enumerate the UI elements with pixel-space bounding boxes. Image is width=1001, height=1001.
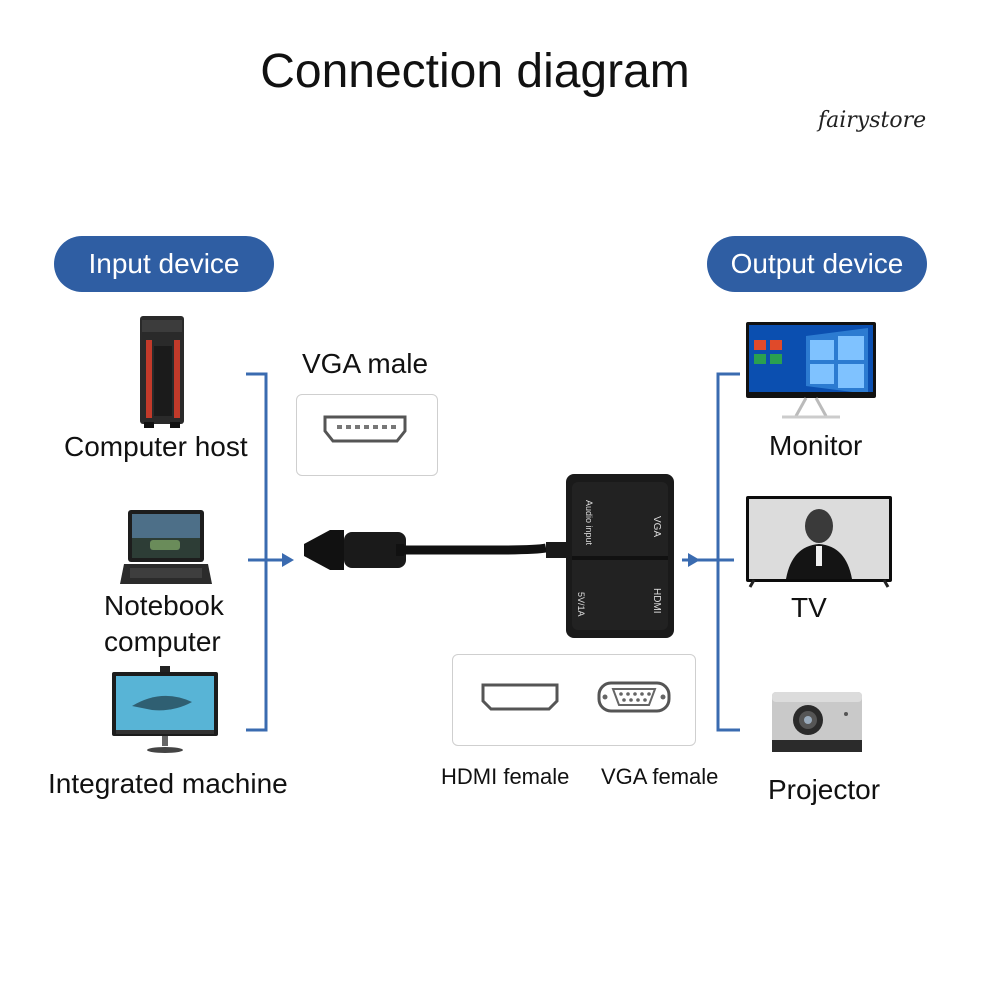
monitor-icon (746, 322, 876, 420)
output-bracket (682, 372, 740, 732)
brand-logo: fairystore (818, 108, 927, 133)
vga-female-label: VGA female (601, 764, 719, 789)
adapter-cable-diagram: Audio input VGA 5V/1A HDMI (304, 474, 674, 638)
tv-icon (746, 496, 892, 588)
projector-icon (772, 692, 862, 754)
page-title: Connection diagram (260, 45, 690, 98)
integrated-machine-label: Integrated machine (48, 768, 288, 799)
vga-male-label: VGA male (302, 348, 429, 379)
input-device-header: Input device (54, 236, 274, 292)
computer-host-icon (138, 316, 188, 428)
tv-label: TV (791, 592, 827, 623)
monitor-label: Monitor (769, 430, 863, 461)
adapter-hdmi-text: HDMI (651, 588, 662, 614)
projector-label: Projector (768, 774, 881, 805)
notebook-computer-icon (120, 510, 212, 586)
notebook-computer-label: Notebook computer (104, 590, 224, 657)
hdmi-plug-icon (323, 415, 407, 443)
integrated-machine-icon (112, 666, 218, 754)
adapter-5v-text: 5V/1A (576, 592, 586, 617)
vga-female-icon (597, 681, 671, 713)
computer-host-label: Computer host (64, 431, 248, 462)
hdmi-female-label: HDMI female (441, 764, 570, 789)
vga-male-port-box (296, 394, 438, 476)
input-bracket (246, 372, 294, 732)
female-ports-box (452, 654, 696, 746)
adapter-audio-text: Audio input (584, 500, 594, 546)
adapter-vga-text: VGA (651, 516, 662, 537)
output-device-header: Output device (707, 236, 927, 292)
hdmi-female-icon (481, 683, 559, 711)
